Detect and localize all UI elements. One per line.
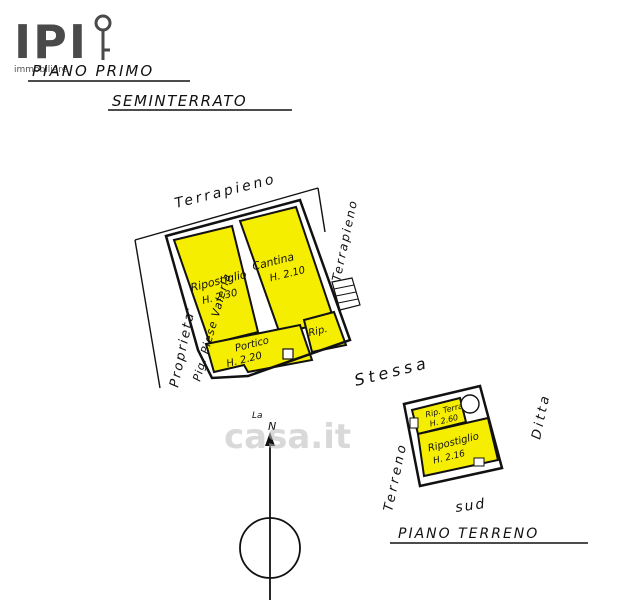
logo: IPI immobiliare — [14, 14, 112, 75]
heading-basement-text: SEMINTERRATO — [112, 92, 247, 110]
logo-mark: IPI — [14, 15, 88, 69]
stairs — [331, 277, 361, 311]
watermark: casa.it — [224, 417, 351, 457]
logo-tagline: immobiliare — [14, 65, 68, 75]
tank-icon — [460, 394, 480, 414]
terrapieno-side-label: Terrapieno — [329, 198, 360, 283]
door-mark — [473, 457, 485, 467]
sud-label: sud — [454, 496, 487, 516]
heading-ground-floor-text: PIANO TERRENO — [398, 526, 539, 542]
heading-basement: SEMINTERRATO — [108, 92, 292, 111]
north-mark: N — [268, 420, 276, 433]
key-icon — [94, 14, 112, 60]
ditta-label: Ditta — [529, 392, 553, 441]
door-mark — [409, 417, 419, 429]
terreno-label: Terreno — [381, 441, 410, 513]
arrow-head-icon — [265, 432, 275, 446]
heading-upper-floor-text: PIANO PRIMO — [32, 62, 154, 80]
north-arrow: N La — [239, 411, 301, 600]
heading-upper-floor: PIANO PRIMO — [28, 62, 190, 82]
stessa-label: Stessa — [352, 353, 431, 390]
heading-ground-floor: PIANO TERRENO — [390, 526, 588, 544]
rip-small-label: Rip. — [307, 324, 328, 339]
north-extra-mark: La — [252, 411, 263, 421]
terrapieno-top-label: Terrapieno — [173, 171, 278, 212]
room-portico — [204, 323, 314, 374]
pillar — [282, 348, 294, 360]
ground-floor-plan: Rip. Terra H. 2.60 Ripostiglio H. 2.16 — [402, 384, 504, 488]
basement-plan: Ripostiglio H. 2.30 Cantina H. 2.10 Port… — [134, 187, 361, 389]
room-ripostiglio — [172, 224, 260, 346]
room-rip-small — [302, 310, 348, 354]
